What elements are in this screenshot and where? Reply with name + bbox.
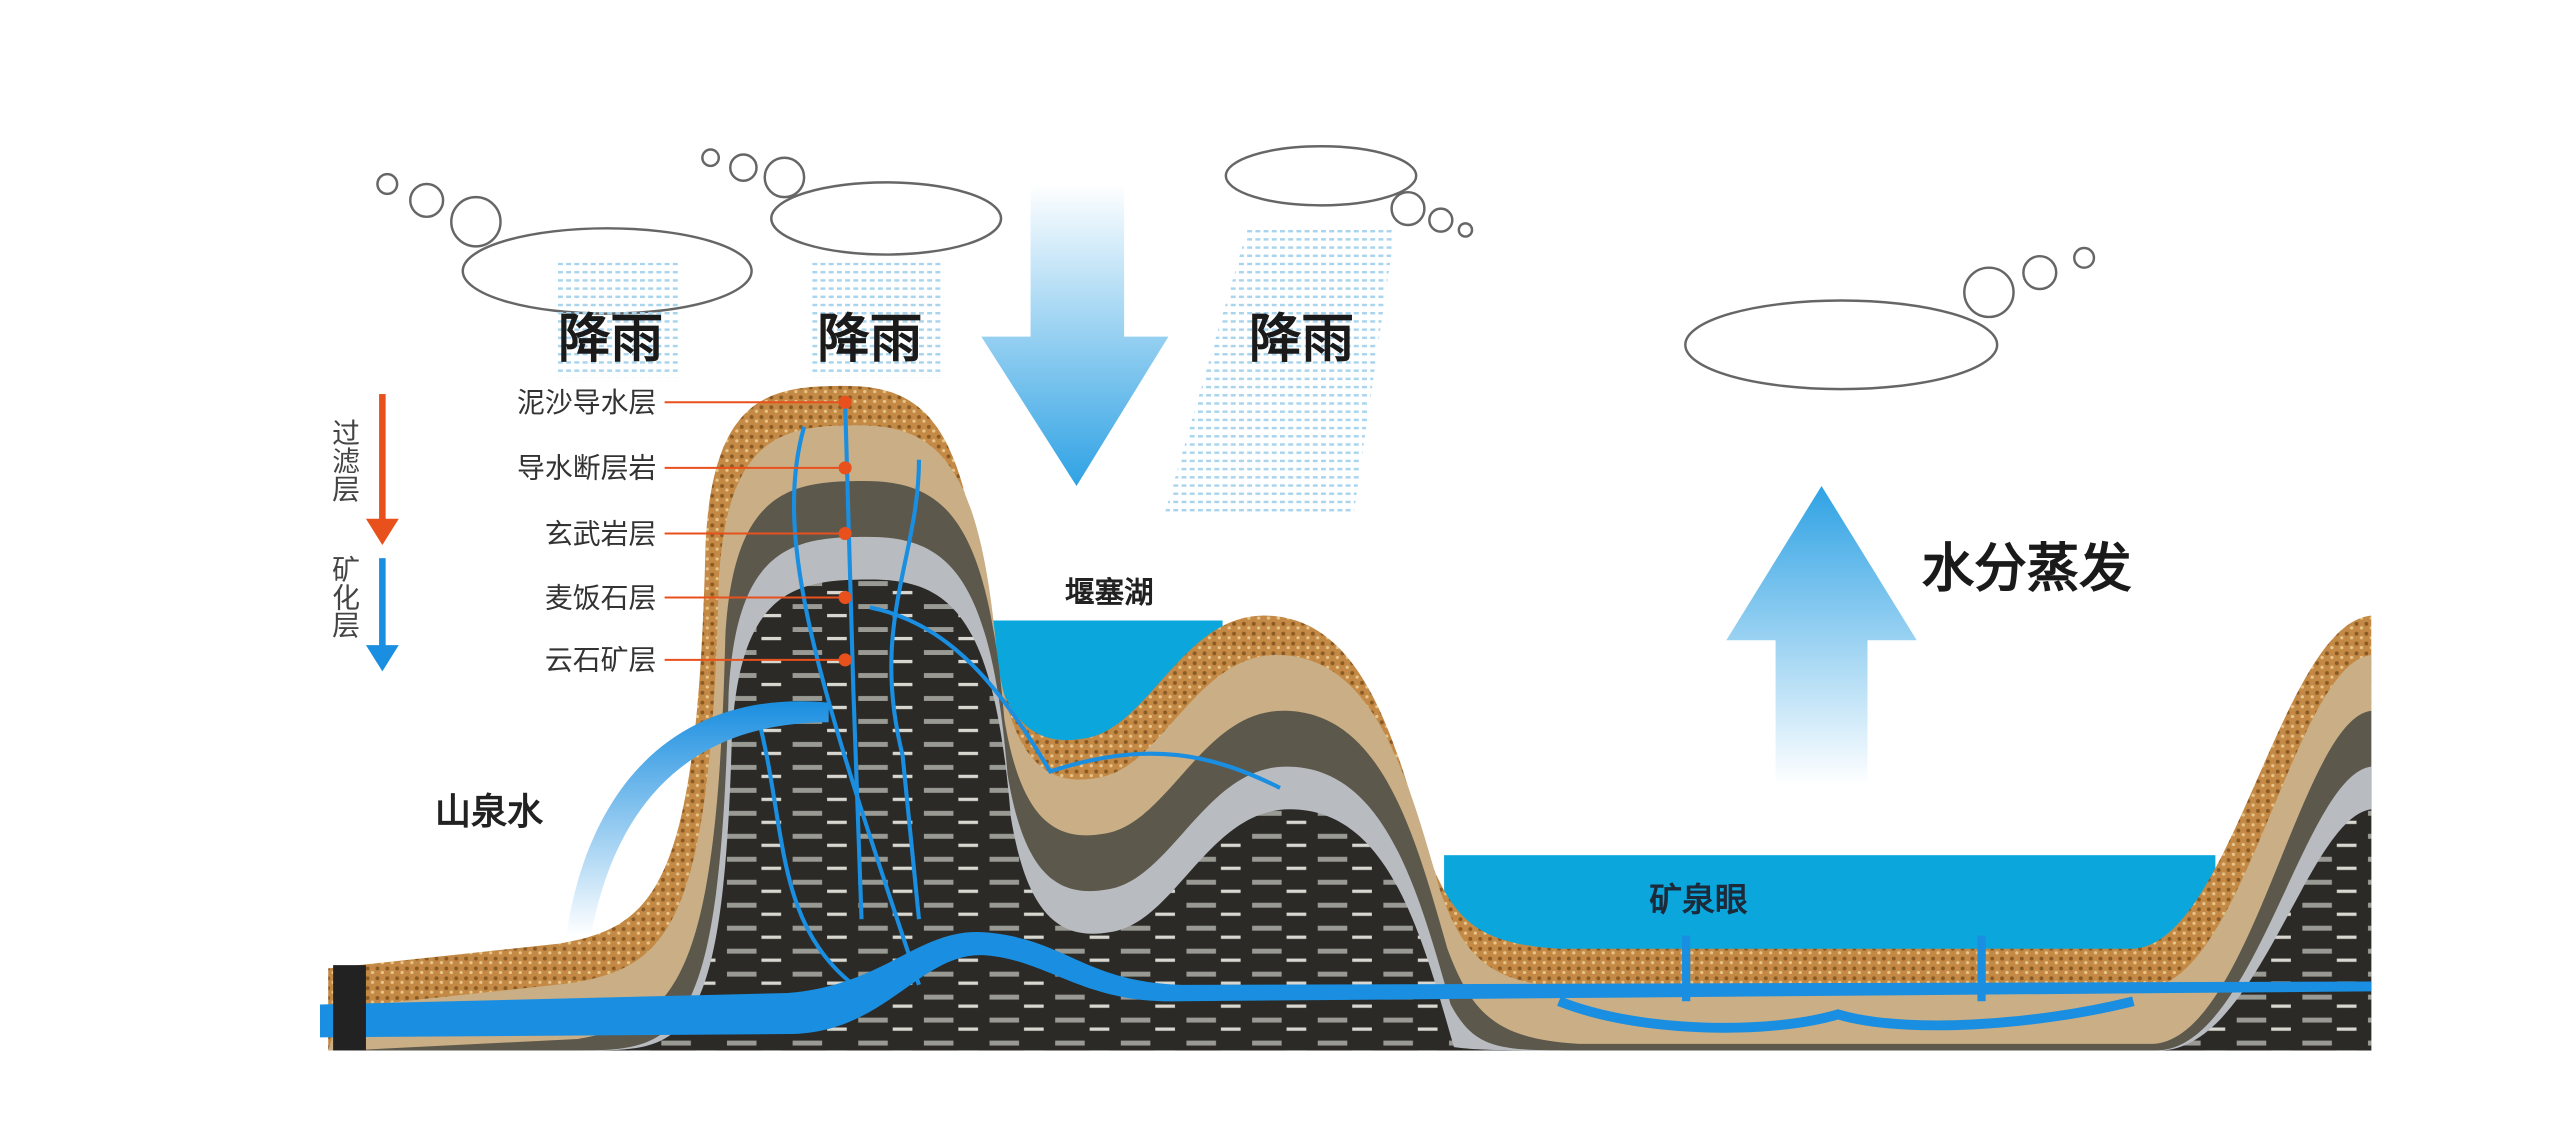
spring-water-label: 山泉水 xyxy=(435,790,544,833)
layer-label-sand: 泥沙导水层 xyxy=(517,386,656,419)
rock-strata xyxy=(328,385,2372,1051)
dolomite-layer xyxy=(328,579,2372,1051)
rain-hatch xyxy=(557,262,682,378)
lake-label: 堰塞湖 xyxy=(1065,575,1154,609)
layer-label-basalt: 玄武岩层 xyxy=(545,517,657,550)
layer-label-maifan: 麦饭石层 xyxy=(545,581,657,614)
rain-label: 降雨 xyxy=(817,308,922,369)
underground-water xyxy=(320,932,2372,1038)
outlet-pipe xyxy=(333,965,366,1051)
filter-zone-label: 过滤层 xyxy=(328,418,361,502)
rain-hatch xyxy=(812,262,944,378)
evaporation-up-arrow-icon xyxy=(1726,485,1917,785)
layer-legend: 泥沙导水层 导水断层岩 玄武岩层 麦饭石层 云石矿层 xyxy=(517,386,852,677)
mineral-zone-arrow-icon xyxy=(365,558,399,672)
water-veins xyxy=(752,402,1281,987)
cloud-icon xyxy=(701,148,1003,256)
mineral-spring-label: 矿泉眼 xyxy=(1649,881,1748,919)
evaporation-label: 水分蒸发 xyxy=(1922,538,2133,599)
cloud-icon xyxy=(1684,246,2096,391)
mountain-spring-stream xyxy=(566,701,829,936)
layer-label-fault-rock: 导水断层岩 xyxy=(517,452,656,485)
rain-hatch xyxy=(1165,229,1395,513)
filter-zone-arrow-icon xyxy=(365,394,399,546)
cloud-icon xyxy=(1224,145,1474,238)
mineral-spring-pool xyxy=(1444,855,2216,954)
layer-label-dolomite: 云石矿层 xyxy=(545,644,657,677)
rain-down-arrow-icon xyxy=(981,184,1169,486)
mineral-zone-label: 矿化层 xyxy=(328,554,361,638)
rain-label: 降雨 xyxy=(1249,308,1354,369)
rain-label: 降雨 xyxy=(558,308,663,369)
